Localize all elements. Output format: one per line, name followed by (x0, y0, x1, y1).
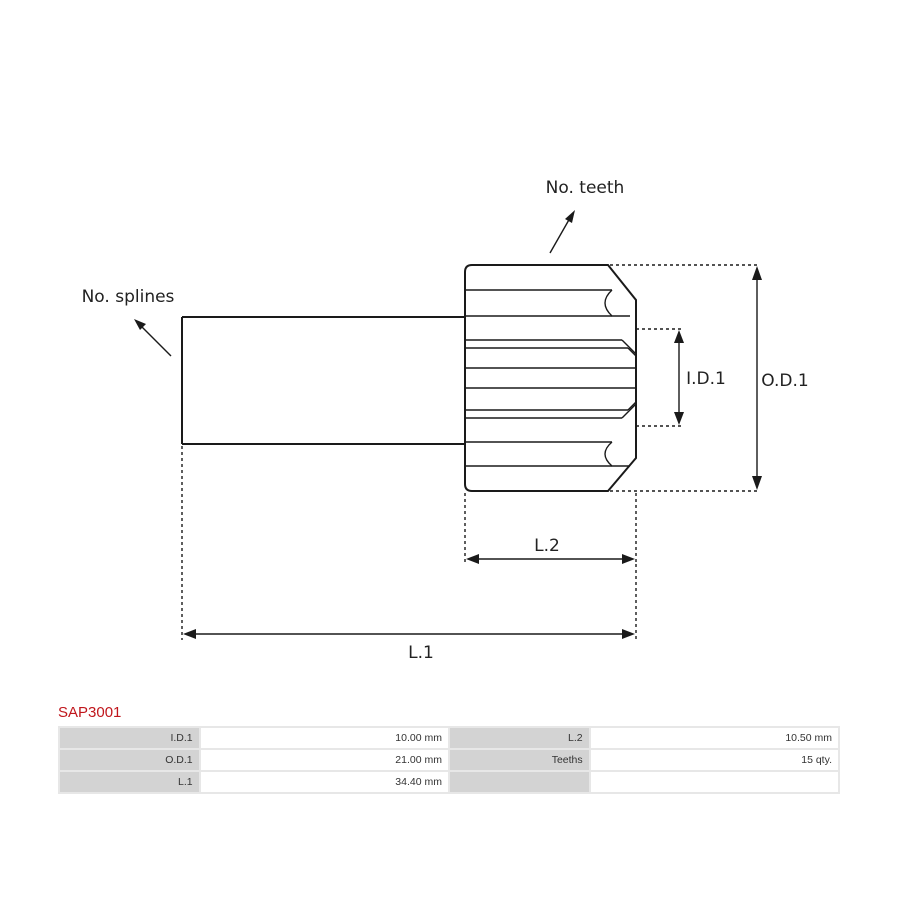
spec-value (590, 772, 838, 792)
id1-dimension (636, 328, 684, 427)
spec-value: 10.00 mm (200, 728, 448, 748)
spec-label (449, 772, 589, 792)
gear-head (464, 264, 637, 492)
teeth-pointer (549, 210, 575, 254)
label-no-splines: No. splines (82, 287, 175, 307)
spec-label: Teeths (449, 750, 589, 770)
spec-label: L.2 (449, 728, 589, 748)
shaft (181, 316, 465, 445)
spec-label: L.1 (60, 772, 199, 792)
spec-value: 21.00 mm (200, 750, 448, 770)
splines-pointer (134, 319, 172, 357)
label-no-teeth: No. teeth (546, 178, 625, 198)
od1-dimension (610, 264, 762, 492)
spec-value: 10.50 mm (590, 728, 838, 748)
l2-dimension (464, 493, 637, 564)
spec-value: 15 qty. (590, 750, 838, 770)
label-id1: I.D.1 (686, 369, 726, 389)
label-od1: O.D.1 (761, 371, 808, 391)
l1-dimension (181, 446, 637, 640)
label-l1: L.1 (408, 643, 434, 663)
spec-value: 34.40 mm (200, 772, 448, 792)
spec-label: I.D.1 (60, 728, 199, 748)
label-l2: L.2 (534, 536, 560, 556)
spec-label: O.D.1 (60, 750, 199, 770)
pinion-drawing: No. teeth No. splines O.D.1 I.D.1 L.2 (82, 178, 809, 663)
part-code: SAP3001 (58, 704, 122, 721)
